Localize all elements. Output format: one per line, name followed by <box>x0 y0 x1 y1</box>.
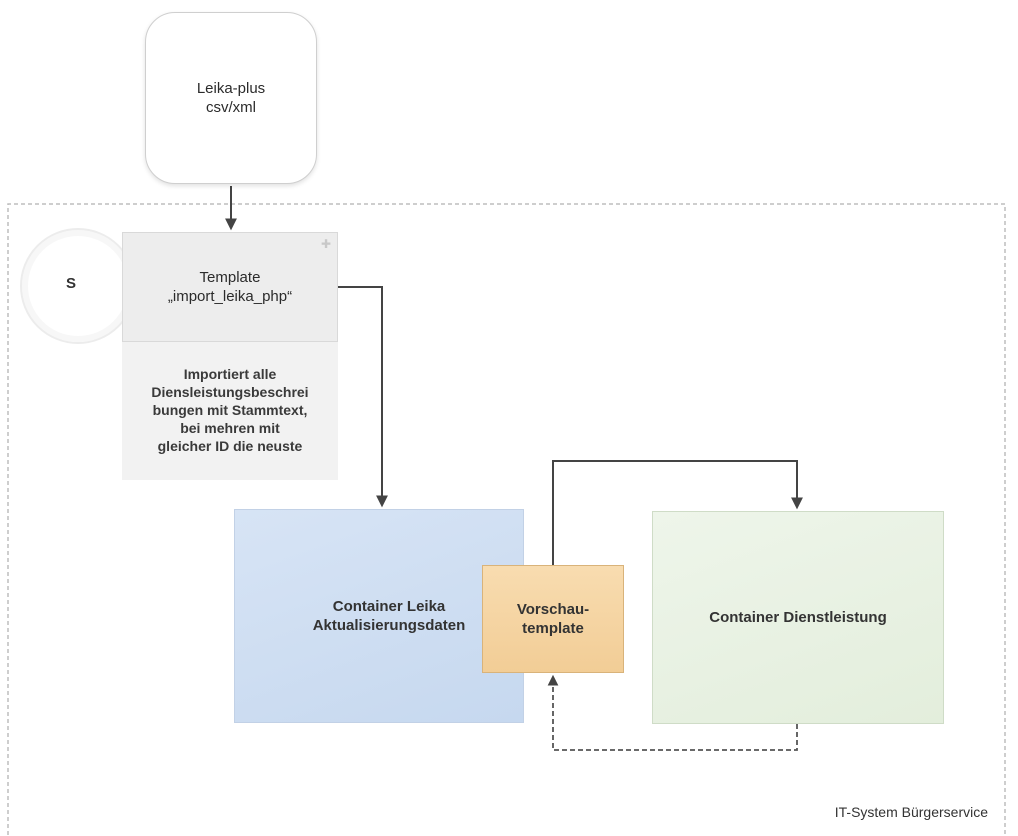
template-node-import-leika: ✚ Template „import_leika_php“ <box>122 232 338 342</box>
preview-template-label: Vorschau- template <box>516 600 590 637</box>
arrow-preview-to-dienst <box>552 460 803 565</box>
preview-template-node: Vorschau- template <box>482 565 624 673</box>
start-marker-label: S <box>66 275 77 292</box>
pin-icon: ✚ <box>320 237 331 251</box>
container-leika-node: Container Leika Aktualisierungsdaten <box>234 509 524 723</box>
arrow-template-to-leika <box>338 286 388 508</box>
source-node-leika-plus: Leika-plus csv/xml <box>145 12 317 184</box>
system-caption: IT-System Bürgerservice <box>834 804 988 820</box>
start-marker <box>20 228 136 344</box>
system-boundary <box>7 203 1006 835</box>
container-dienstleistung-label: Container Dienstleistung <box>709 608 887 626</box>
source-node-label: Leika-plus csv/xml <box>196 79 266 116</box>
template-note: Importiert alle Diensleistungsbeschrei b… <box>122 342 338 480</box>
arrow-dienst-to-preview <box>547 674 798 751</box>
container-dienstleistung-node: Container Dienstleistung <box>652 511 944 724</box>
template-note-text: Importiert alle Diensleistungsbeschrei b… <box>151 366 309 454</box>
template-node-label: Template „import_leika_php“ <box>167 268 293 305</box>
container-leika-label: Container Leika Aktualisierungsdaten <box>312 597 466 634</box>
